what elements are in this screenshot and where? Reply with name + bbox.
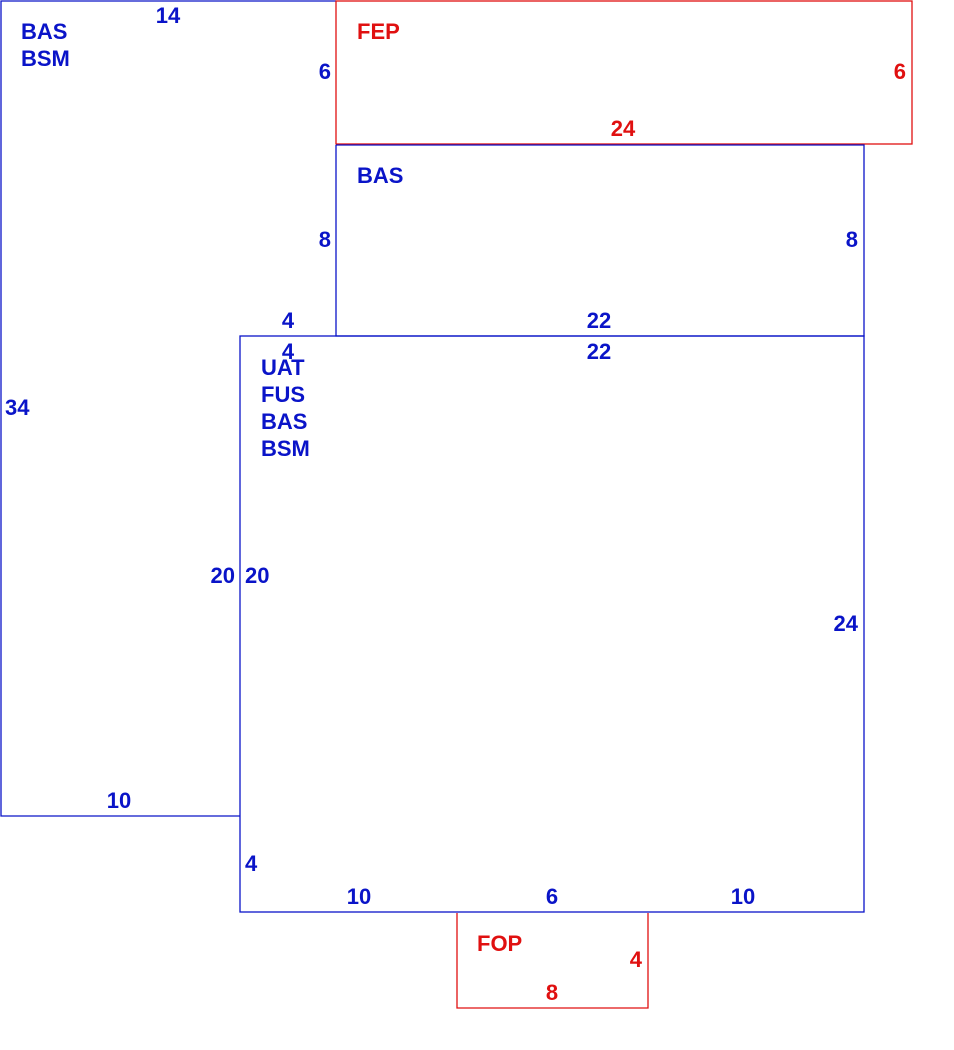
area-middle: BAS 8 8 4 22 (282, 144, 865, 337)
dim-fop-right: 4 (630, 947, 643, 972)
dim-middle-right: 8 (846, 227, 858, 252)
dim-main-bottom-left: 10 (347, 884, 371, 909)
dim-left-wing-lower-right: 20 (211, 563, 235, 588)
dim-left-wing-right: 6 (319, 59, 331, 84)
dim-main-lower-left: 4 (245, 851, 258, 876)
area-fop: FOP 4 8 (456, 913, 649, 1009)
main-floor-code-3: BAS (261, 409, 307, 434)
dim-left-wing-left: 34 (5, 395, 30, 420)
area-left-wing: BAS BSM 14 6 34 10 20 (0, 0, 336, 817)
middle-code: BAS (357, 163, 403, 188)
fop-code: FOP (477, 931, 522, 956)
main-floor-outline (239, 335, 865, 913)
dim-main-bottom-right: 10 (731, 884, 755, 909)
dim-main-top-left: 4 (282, 339, 295, 364)
dim-left-wing-bottom: 10 (107, 788, 131, 813)
main-floor-code-2: FUS (261, 382, 305, 407)
dim-fep-right: 6 (894, 59, 906, 84)
left-wing-outline (0, 0, 336, 817)
dim-main-left: 20 (245, 563, 269, 588)
left-wing-code-2: BSM (21, 46, 70, 71)
dim-fep-bottom: 24 (611, 116, 636, 141)
fep-code: FEP (357, 19, 400, 44)
dim-main-top: 22 (587, 339, 611, 364)
dim-middle-bottom: 22 (587, 308, 611, 333)
left-wing-code-1: BAS (21, 19, 67, 44)
area-main-floor: UAT FUS BAS BSM 4 22 20 24 4 10 6 10 (239, 335, 865, 913)
dim-main-right: 24 (834, 611, 859, 636)
fop-outline (456, 913, 649, 1009)
dim-middle-bottom-left: 4 (282, 308, 295, 333)
dim-main-bottom-mid: 6 (546, 884, 558, 909)
area-fep: FEP 6 24 (335, 0, 913, 145)
dim-middle-left: 8 (319, 227, 331, 252)
fep-outline (335, 0, 913, 145)
dim-fop-bottom: 8 (546, 980, 558, 1005)
main-floor-code-4: BSM (261, 436, 310, 461)
main-floor-code-1: UAT (261, 355, 305, 380)
dim-left-wing-top: 14 (156, 3, 181, 28)
